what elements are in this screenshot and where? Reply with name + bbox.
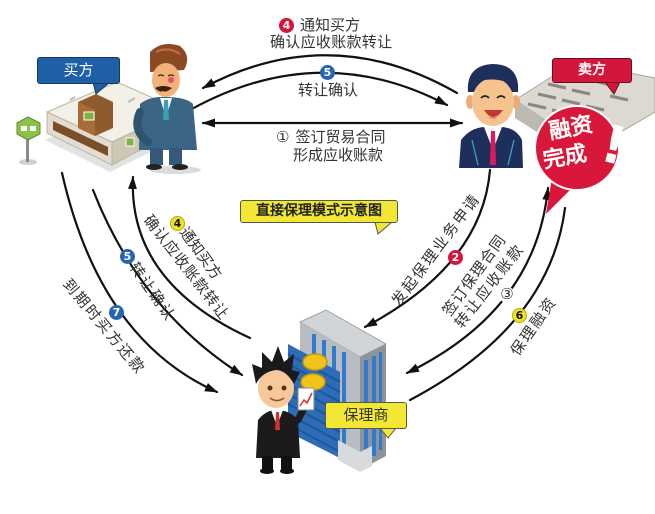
buyer-sign-post-icon <box>16 116 41 165</box>
top-notify-line1: 4 通知买方 <box>279 16 360 34</box>
title-tag-tail <box>374 221 394 235</box>
buyer-building-icon <box>45 81 185 172</box>
arrow-left-confirm <box>91 188 244 377</box>
step-marker-3: ③ <box>499 285 515 303</box>
arrow-left-notify <box>127 175 252 340</box>
step-badge-5-left: 5 <box>120 249 135 264</box>
arrow-top-confirm <box>188 71 449 112</box>
seller-tag: 卖方 <box>552 58 632 83</box>
step-badge-5-top: 5 <box>320 65 335 80</box>
gold-coins-icon <box>300 353 328 391</box>
financing-complete-burst <box>534 105 620 214</box>
step-marker-1: ① <box>276 128 290 146</box>
top-confirm-text: 转让确认 <box>298 81 359 99</box>
top-trade-text2: 形成应收账款 <box>293 146 384 164</box>
step-badge-4-top: 4 <box>279 17 294 33</box>
diagram-title: 直接保理模式示意图 <box>240 200 398 223</box>
factor-tag: 保理商 <box>325 402 407 429</box>
buyer-person-icon <box>133 44 201 174</box>
seller-person-icon <box>459 64 523 168</box>
step-badge-4-left: 4 <box>170 216 185 231</box>
step-badge-7: 7 <box>109 305 124 320</box>
step-badge-6: 6 <box>512 308 527 323</box>
factor-person-icon <box>252 346 315 474</box>
buyer-tag: 买方 <box>37 57 120 84</box>
step-badge-2: 2 <box>448 250 463 265</box>
top-trade-text1: 签订贸易合同 <box>295 128 386 146</box>
top-notify-text1: 通知买方 <box>300 16 361 34</box>
top-trade-line1: ① 签订贸易合同 <box>276 128 385 146</box>
arrow-top-notify <box>201 54 459 95</box>
top-notify-text2: 确认应收账款转让 <box>270 33 393 51</box>
